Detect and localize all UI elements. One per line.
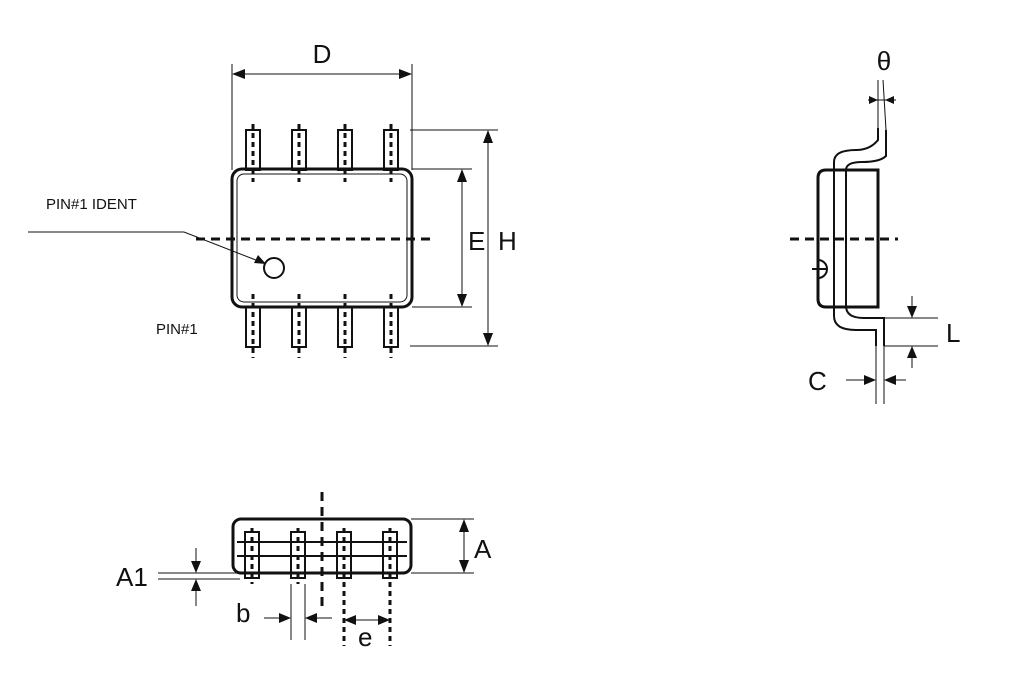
front-leads <box>244 528 398 646</box>
side-view: θ L C <box>790 46 960 404</box>
label-e-pitch: e <box>358 622 372 652</box>
label-e: E <box>468 226 485 256</box>
label-pin1-ident: PIN#1 IDENT <box>46 196 137 213</box>
top-view: D <box>28 39 517 358</box>
pin1-dot <box>263 257 285 279</box>
label-d: D <box>313 39 332 69</box>
label-a1: A1 <box>116 562 148 592</box>
dimension-d: D <box>231 39 413 170</box>
dimension-a1: A1 <box>116 548 240 606</box>
label-theta: θ <box>877 46 891 76</box>
dimension-h: H <box>410 129 517 347</box>
label-l: L <box>946 318 960 348</box>
label-c: C <box>808 366 827 396</box>
bottom-leads <box>245 294 399 358</box>
dimension-b: b <box>236 584 332 640</box>
front-view: A A1 b e <box>116 492 492 652</box>
package-body-side <box>816 168 880 309</box>
dimension-e: E <box>412 168 485 308</box>
label-h: H <box>498 226 517 256</box>
label-b: b <box>236 598 250 628</box>
dimension-l: L <box>884 296 960 368</box>
top-leads <box>245 124 399 182</box>
label-pin1: PIN#1 <box>156 321 198 338</box>
dimension-a: A <box>411 518 492 574</box>
dimension-c: C <box>808 346 906 404</box>
label-a: A <box>474 534 492 564</box>
dimension-e-pitch: e <box>344 615 390 652</box>
dimension-theta: θ <box>868 46 896 131</box>
